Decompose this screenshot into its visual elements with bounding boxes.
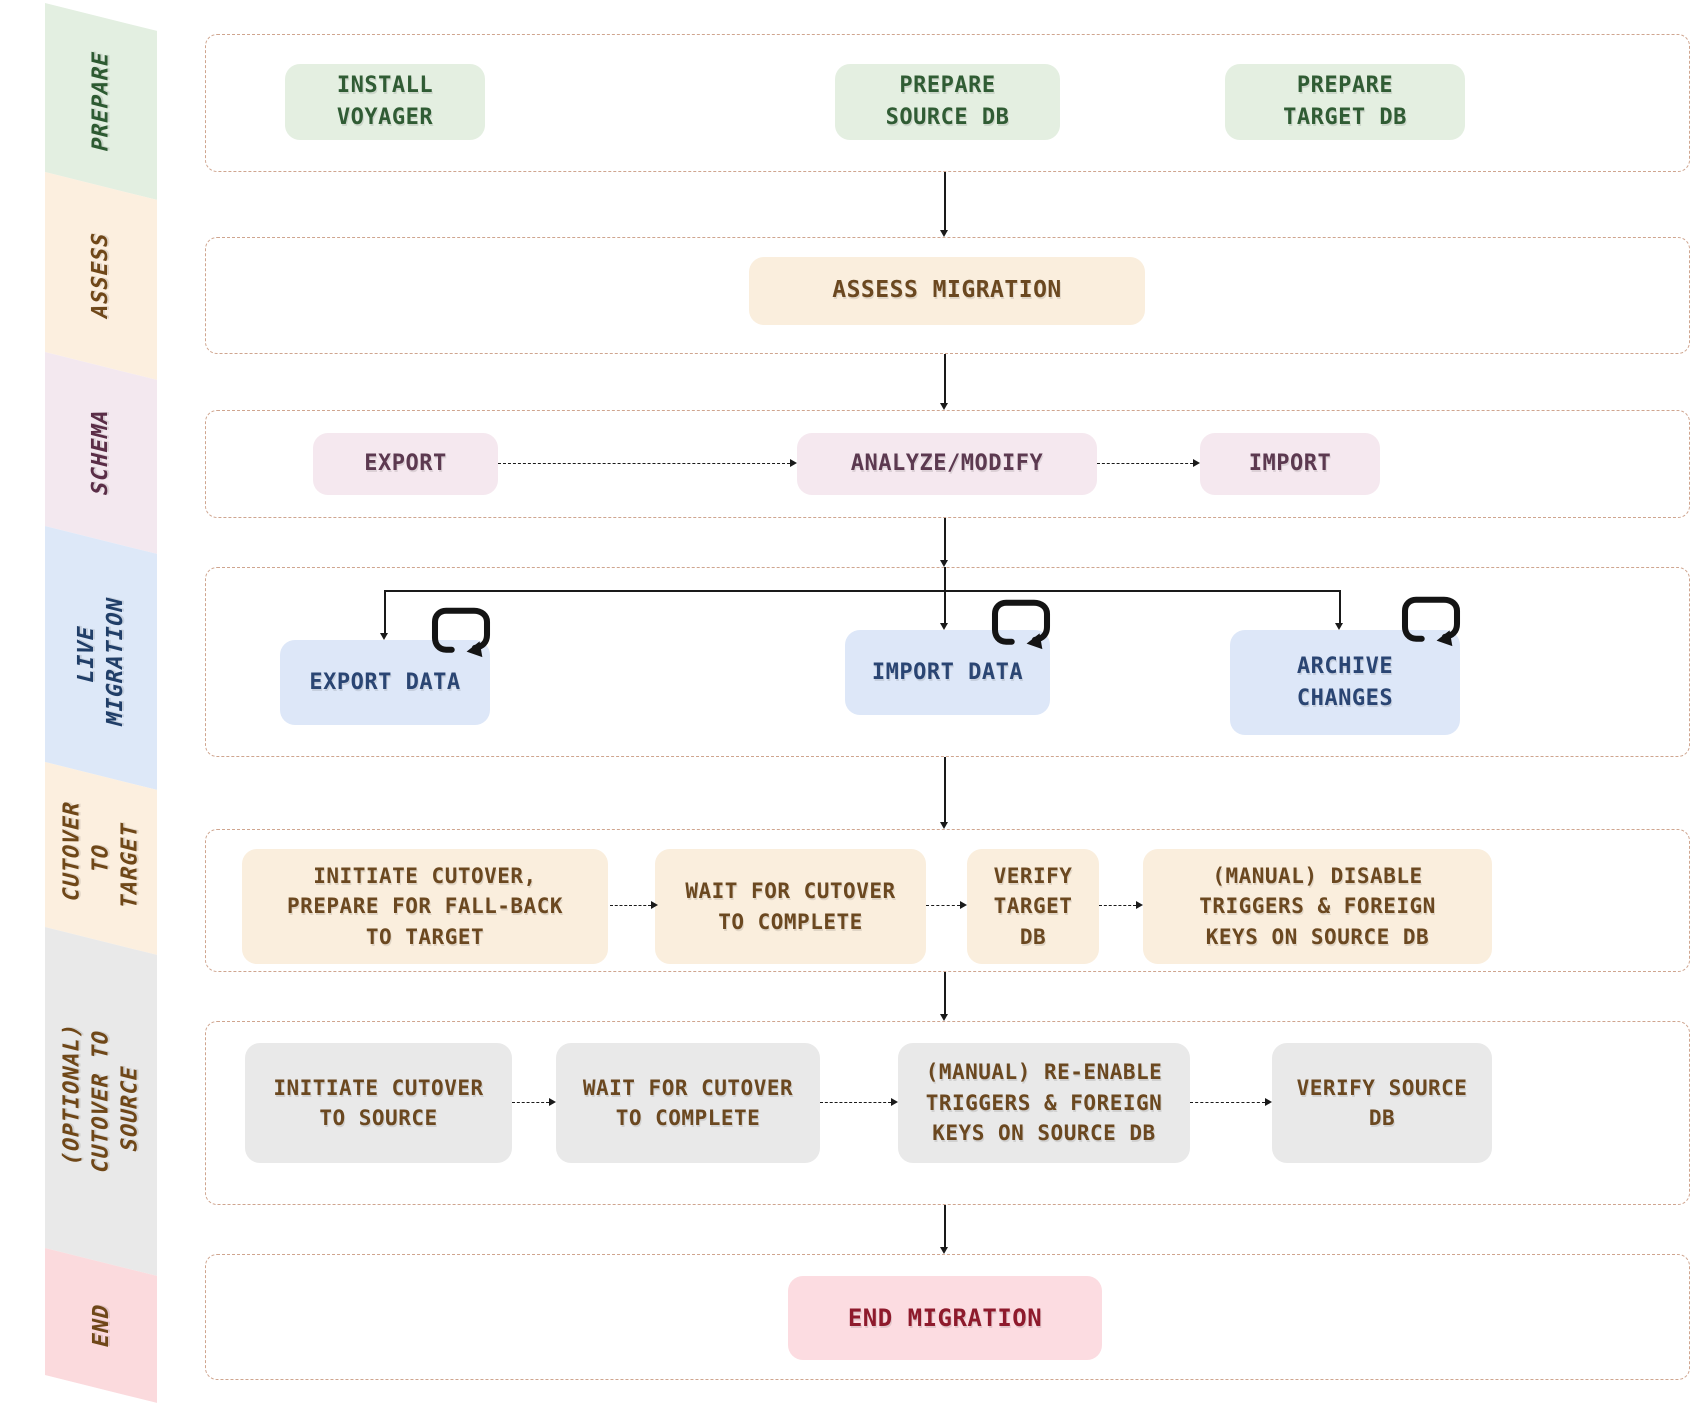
phase-segment-assess: ASSESS [45, 172, 157, 380]
phase-segment-optional-cutover-to-source: (OPTIONAL) CUTOVER TO SOURCE [45, 927, 157, 1276]
arrow-analyze-to-import [1097, 463, 1193, 464]
step-import-schema: IMPORT [1200, 433, 1380, 495]
arrow-wait-to-verify-target-arrowhead [960, 901, 967, 910]
connector-branch-archive-changes [1339, 590, 1341, 623]
phase-label-optional-cutover-to-source: (OPTIONAL) CUTOVER TO SOURCE [59, 1019, 143, 1176]
step-install-voyager: INSTALL VOYAGER [285, 64, 485, 140]
arrow-initiate-to-wait-target [610, 905, 651, 906]
connector-branch-import-data-arrowhead [940, 623, 949, 630]
phase-row-prepare [205, 34, 1690, 172]
phase-label-cutover-to-target: CUTOVER TO TARGET [59, 798, 143, 912]
arrow-analyze-to-import-arrowhead [1193, 459, 1200, 468]
arrow-initiate-to-wait-source [512, 1102, 549, 1103]
connector-schema-to-live-arrowhead [940, 560, 949, 567]
step-disable-triggers-source: (MANUAL) DISABLE TRIGGERS & FOREIGN KEYS… [1143, 849, 1492, 964]
phase-sidebar: PREPARE ASSESS SCHEMA LIVE MIGRATION CUTOVER… [45, 3, 157, 1403]
arrow-wait-to-reenable [820, 1102, 891, 1103]
connector-live-to-cutover-target [944, 757, 946, 822]
step-verify-target-db: VERIFY TARGET DB [967, 849, 1099, 964]
loop-icon [1400, 596, 1462, 648]
step-wait-cutover-complete-source: WAIT FOR CUTOVER TO COMPLETE [556, 1043, 820, 1163]
step-verify-source-db: VERIFY SOURCE DB [1272, 1043, 1492, 1163]
phase-label-live-migration: LIVE MIGRATION [73, 594, 128, 729]
step-initiate-cutover-target: INITIATE CUTOVER, PREPARE FOR FALL-BACK … [242, 849, 608, 964]
connector-cutover-target-to-source [944, 972, 946, 1014]
phase-row-schema [205, 410, 1690, 518]
phase-segment-schema: SCHEMA [45, 352, 157, 554]
phase-label-assess: ASSESS [88, 230, 114, 322]
step-export-schema: EXPORT [313, 433, 498, 495]
connector-branch-export-data [384, 590, 386, 633]
phase-label-prepare: PREPARE [88, 48, 114, 155]
phase-label-end: END [88, 1300, 114, 1350]
phase-segment-end: END [45, 1248, 157, 1403]
step-prepare-source-db: PREPARE SOURCE DB [835, 64, 1060, 140]
connector-cutover-source-to-end [944, 1205, 946, 1247]
step-wait-cutover-complete-target: WAIT FOR CUTOVER TO COMPLETE [655, 849, 926, 964]
connector-prepare-to-assess-arrowhead [940, 230, 949, 237]
connector-assess-to-schema [944, 354, 946, 403]
arrow-wait-to-verify-target [926, 905, 960, 906]
step-export-data: EXPORT DATA [280, 640, 490, 725]
arrow-export-to-analyze [498, 463, 790, 464]
step-import-data: IMPORT DATA [845, 630, 1050, 715]
connector-live-to-cutover-target-arrowhead [940, 822, 949, 829]
loop-icon [430, 607, 492, 659]
step-end-migration: END MIGRATION [788, 1276, 1102, 1360]
step-prepare-target-db: PREPARE TARGET DB [1225, 64, 1465, 140]
arrow-reenable-to-verify-source-arrowhead [1265, 1098, 1272, 1107]
arrow-wait-to-reenable-arrowhead [891, 1098, 898, 1107]
arrow-verify-to-disable-arrowhead [1136, 901, 1143, 910]
phase-row-end [205, 1254, 1690, 1380]
connector-schema-to-live [944, 518, 946, 560]
connector-branch-export-data-arrowhead [380, 633, 389, 640]
connector-cutover-source-to-end-arrowhead [940, 1247, 949, 1254]
phase-row-optional-cutover-to-source [205, 1021, 1690, 1205]
phase-segment-prepare: PREPARE [45, 3, 157, 200]
connector-assess-to-schema-arrowhead [940, 403, 949, 410]
connector-branch-archive-changes-arrowhead [1335, 623, 1344, 630]
step-reenable-triggers-source: (MANUAL) RE-ENABLE TRIGGERS & FOREIGN KE… [898, 1043, 1190, 1163]
step-analyze-modify: ANALYZE/MODIFY [797, 433, 1097, 495]
arrow-initiate-to-wait-target-arrowhead [651, 901, 658, 910]
loop-icon [990, 599, 1052, 651]
connector-cutover-target-to-source-arrowhead [940, 1014, 949, 1021]
step-initiate-cutover-source: INITIATE CUTOVER TO SOURCE [245, 1043, 512, 1163]
arrow-reenable-to-verify-source [1190, 1102, 1265, 1103]
phase-segment-cutover-to-target: CUTOVER TO TARGET [45, 762, 157, 955]
arrow-initiate-to-wait-source-arrowhead [549, 1098, 556, 1107]
step-assess-migration: ASSESS MIGRATION [749, 257, 1145, 325]
phase-row-cutover-to-target [205, 829, 1690, 972]
step-archive-changes: ARCHIVE CHANGES [1230, 630, 1460, 735]
connector-branch-bar [384, 590, 1340, 592]
arrow-verify-to-disable [1099, 905, 1136, 906]
connector-prepare-to-assess [944, 172, 946, 230]
phase-row-live-migration [205, 567, 1690, 757]
arrow-export-to-analyze-arrowhead [790, 459, 797, 468]
phase-label-schema: SCHEMA [88, 407, 114, 499]
connector-live-stem [944, 567, 946, 590]
phase-segment-live-migration: LIVE MIGRATION [45, 526, 157, 790]
phase-row-assess [205, 237, 1690, 354]
connector-branch-import-data [944, 590, 946, 623]
